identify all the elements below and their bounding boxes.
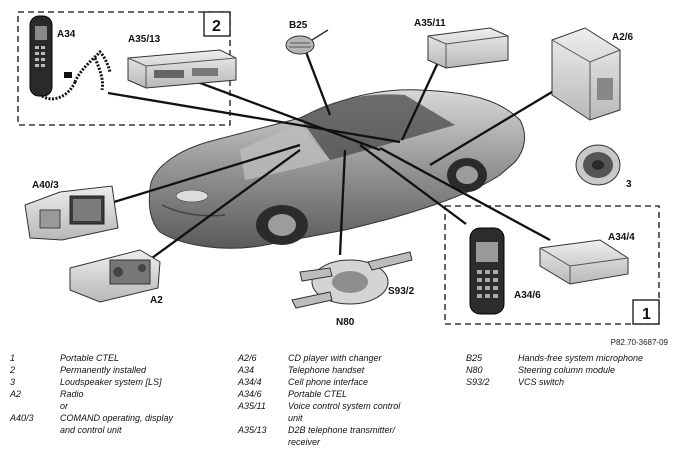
label-a35-11: A35/11 <box>414 18 446 29</box>
legend-row: receiver <box>288 437 321 447</box>
d2b-transmitter-receiver <box>127 49 237 89</box>
leader-lines <box>107 51 553 259</box>
box-2-number: 2 <box>212 18 221 35</box>
label-a35-13: A35/13 <box>128 34 161 45</box>
group-box-1 <box>444 205 660 325</box>
label-a40-3: A40/3 <box>32 180 59 191</box>
group-box-2 <box>17 11 231 126</box>
label-a34-4: A34/4 <box>608 232 635 243</box>
cell-phone-interface <box>539 239 629 285</box>
label-3: 3 <box>626 179 632 190</box>
label-b25: B25 <box>289 20 308 31</box>
cd-changer <box>551 27 621 121</box>
label-a2-6: A2/6 <box>612 32 634 43</box>
label-a2: A2 <box>150 295 163 306</box>
figure-reference: P82.70-3687-09 <box>610 338 668 347</box>
car-illustration <box>148 89 526 249</box>
label-n80: N80 <box>336 317 355 328</box>
voice-control-unit <box>427 27 509 69</box>
box-1-number-frame <box>632 299 660 325</box>
loudspeaker <box>575 144 621 186</box>
legend-row: unit <box>288 413 303 423</box>
label-s93-2: S93/2 <box>388 286 415 297</box>
box-1-number: 1 <box>642 306 651 323</box>
legend-row: or <box>60 401 69 411</box>
box-2-number-frame <box>203 11 231 37</box>
portable-phone <box>469 227 505 315</box>
radio-unit <box>69 249 161 303</box>
label-a34-6: A34/6 <box>514 290 541 301</box>
telephone-handset <box>29 15 112 101</box>
component-diagram: 2 1 <box>17 11 660 328</box>
label-a34: A34 <box>57 29 76 40</box>
comand-unit <box>24 185 119 241</box>
steering-column-module <box>291 251 413 309</box>
legend-row: and control unit <box>60 425 122 435</box>
hands-free-microphone <box>285 29 329 55</box>
